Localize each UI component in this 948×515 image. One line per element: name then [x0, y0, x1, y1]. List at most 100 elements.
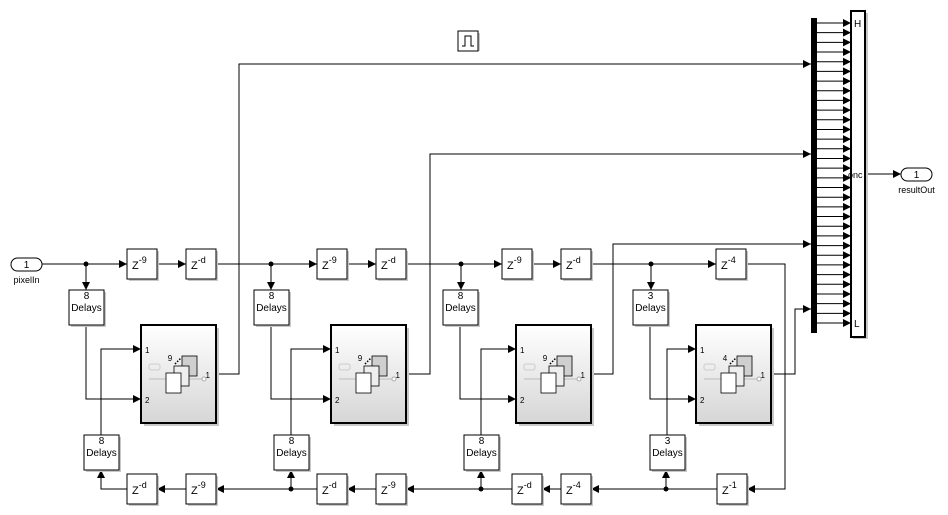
port-label-out: 1	[206, 371, 211, 380]
signal-line[interactable]	[480, 348, 516, 435]
unit-delay-bottom-5[interactable]: Z-d	[511, 473, 544, 506]
port-shape[interactable]	[10, 257, 43, 272]
signal-line[interactable]	[591, 243, 811, 375]
signal-line[interactable]	[100, 470, 127, 490]
unit-delay-bottom-3[interactable]: Z-d	[316, 473, 349, 506]
arrowhead-icon	[287, 470, 295, 478]
block-body[interactable]	[850, 10, 866, 338]
arrowhead-icon	[803, 305, 811, 313]
port-shape[interactable]	[900, 167, 933, 182]
tap-count: 8	[479, 436, 485, 447]
block-body[interactable]	[649, 434, 686, 471]
block-body[interactable]	[316, 248, 348, 280]
unit-delay-top-1[interactable]: Z-9	[126, 248, 159, 281]
block-body[interactable]	[68, 289, 105, 326]
block-body[interactable]	[442, 289, 479, 326]
block-body[interactable]	[273, 434, 310, 471]
tap-count: 3	[648, 291, 654, 302]
signal-line[interactable]	[270, 325, 331, 400]
pulse-generator-block[interactable]	[457, 30, 480, 52]
bus-bar	[811, 18, 817, 333]
tap-count: 8	[99, 436, 105, 447]
iteration-count: 9	[358, 354, 363, 363]
tap-label: Delays	[276, 448, 307, 459]
block-body[interactable]	[83, 434, 120, 471]
block-body[interactable]	[560, 473, 592, 505]
unit-delay-top-7[interactable]: Z-4	[715, 248, 748, 281]
block-body[interactable]	[375, 248, 407, 280]
inport-name: pixelIn	[13, 275, 39, 285]
signal-line[interactable]	[771, 308, 811, 375]
unit-delay-top-2[interactable]: Z-d	[185, 248, 218, 281]
unit-delay-top-3[interactable]: Z-9	[316, 248, 349, 281]
icon-part	[174, 357, 182, 365]
signal-line[interactable]	[666, 348, 696, 435]
arrowhead-icon	[843, 289, 851, 298]
signal-line[interactable]	[85, 325, 141, 400]
block-body[interactable]	[501, 248, 533, 280]
block-body[interactable]	[560, 248, 592, 280]
arrowhead-icon	[843, 154, 851, 163]
arrowhead-icon	[553, 260, 561, 268]
unit-delay-bottom-2[interactable]: Z-9	[185, 473, 218, 506]
block-body[interactable]	[185, 248, 217, 280]
delay-exponent: -9	[139, 255, 147, 265]
arrowhead-icon	[843, 173, 851, 182]
port-label-out: 1	[581, 371, 586, 380]
block-body[interactable]	[375, 473, 407, 505]
unit-delay-bottom-1[interactable]: Z-d	[126, 473, 159, 506]
delay-exponent: -d	[198, 255, 206, 265]
block-body[interactable]	[511, 473, 543, 505]
arrowhead-icon	[647, 282, 655, 290]
block-body[interactable]	[316, 473, 348, 505]
signal-line[interactable]	[649, 325, 696, 400]
unit-delay-bottom-7[interactable]: Z-1	[716, 473, 749, 506]
unit-delay-top-5[interactable]: Z-9	[501, 248, 534, 281]
signal-line[interactable]	[100, 348, 141, 435]
block-body[interactable]	[463, 434, 500, 471]
pulse-icon	[462, 35, 474, 47]
unit-delay-bottom-4[interactable]: Z-9	[375, 473, 408, 506]
block-body[interactable]	[715, 248, 747, 280]
signal-line[interactable]	[746, 263, 786, 490]
block-body[interactable]	[185, 473, 217, 505]
unit-delay-bottom-6[interactable]: Z-4	[560, 473, 593, 506]
arrowhead-icon	[708, 260, 716, 268]
block-body[interactable]	[632, 289, 669, 326]
signal-line[interactable]	[459, 325, 516, 400]
block-body[interactable]	[126, 248, 158, 280]
arrowhead-icon	[893, 170, 901, 178]
unit-delay-top-4[interactable]: Z-d	[375, 248, 408, 281]
arrowhead-icon	[843, 125, 851, 134]
arrowhead-icon	[803, 60, 811, 68]
signal-line[interactable]	[406, 153, 811, 375]
icon-part	[756, 376, 762, 382]
arrowhead-icon	[494, 260, 502, 268]
signal-line[interactable]	[216, 63, 811, 375]
arrowhead-icon	[843, 251, 851, 260]
signal-line[interactable]	[290, 348, 331, 435]
unit-delay-top-6[interactable]: Z-d	[560, 248, 593, 281]
signal-lines	[42, 19, 901, 493]
block-body[interactable]	[126, 473, 158, 505]
block-body[interactable]	[253, 289, 290, 326]
block-body[interactable]	[716, 473, 748, 505]
block-body[interactable]	[457, 30, 479, 52]
